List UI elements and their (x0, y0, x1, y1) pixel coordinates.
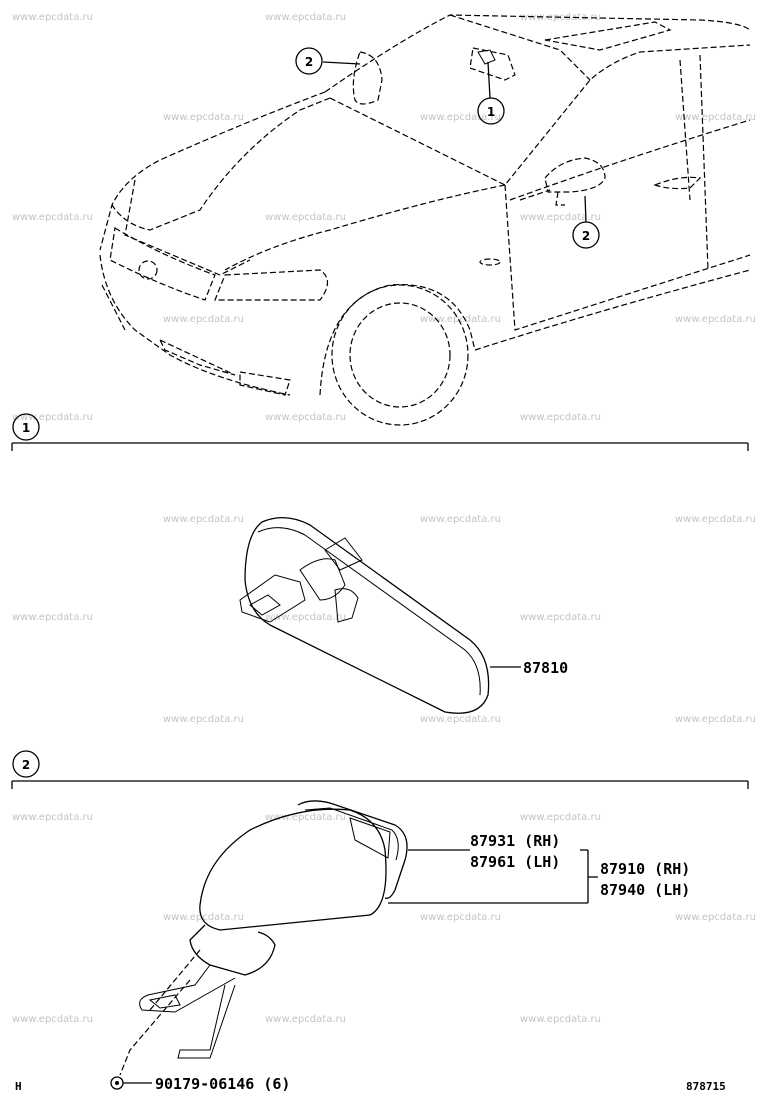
screw-icon (110, 1076, 124, 1090)
car-callout-leaders (322, 61, 587, 223)
footer-code: H (15, 1080, 22, 1093)
watermark: www.epcdata.ru (12, 612, 93, 623)
watermark: www.epcdata.ru (163, 714, 244, 725)
watermark: www.epcdata.ru (420, 314, 501, 325)
svg-text:2: 2 (582, 229, 590, 243)
watermark: www.epcdata.ru (265, 1014, 346, 1025)
part-number-87940-lh: 87940 (LH) (600, 881, 690, 899)
watermark: www.epcdata.ru (675, 912, 756, 923)
watermark: www.epcdata.ru (265, 612, 346, 623)
section-1-header: 1 (11, 413, 749, 451)
watermark: www.epcdata.ru (12, 412, 93, 423)
watermark: www.epcdata.ru (163, 514, 244, 525)
watermark: www.epcdata.ru (265, 412, 346, 423)
watermark-layer: www.epcdata.ru www.epcdata.ru www.epcdat… (12, 12, 756, 1025)
illustration-number: 878715 (686, 1080, 726, 1093)
watermark: www.epcdata.ru (420, 112, 501, 123)
watermark: www.epcdata.ru (12, 1014, 93, 1025)
part-number-90179-06146: 90179-06146 (6) (155, 1075, 290, 1093)
callout-2-left-mirror: 2 (295, 47, 323, 75)
car-overview-illustration (99, 14, 751, 426)
watermark: www.epcdata.ru (12, 212, 93, 223)
watermark: www.epcdata.ru (265, 812, 346, 823)
part-number-87810: 87810 (523, 659, 568, 677)
watermark: www.epcdata.ru (520, 612, 601, 623)
section-2-header: 2 (11, 750, 749, 789)
part-number-87931-rh: 87931 (RH) (470, 832, 560, 850)
watermark: www.epcdata.ru (163, 912, 244, 923)
watermark: www.epcdata.ru (520, 212, 601, 223)
watermark: www.epcdata.ru (420, 714, 501, 725)
watermark: www.epcdata.ru (420, 912, 501, 923)
watermark: www.epcdata.ru (163, 112, 244, 123)
part-number-87961-lh: 87961 (LH) (470, 853, 560, 871)
rear-view-mirror-illustration (239, 517, 490, 714)
watermark: www.epcdata.ru (163, 314, 244, 325)
callout-2-right-mirror: 2 (572, 221, 600, 249)
svg-text:1: 1 (487, 105, 495, 119)
watermark: www.epcdata.ru (12, 812, 93, 823)
callout-1-interior-mirror: 1 (477, 97, 505, 125)
part-number-87910-rh: 87910 (RH) (600, 860, 690, 878)
svg-text:1: 1 (22, 421, 30, 435)
svg-text:2: 2 (22, 758, 30, 772)
outer-mirror-illustration (119, 800, 408, 1076)
watermark: www.epcdata.ru (420, 514, 501, 525)
watermark: www.epcdata.ru (520, 1014, 601, 1025)
watermark: www.epcdata.ru (265, 12, 346, 23)
svg-text:2: 2 (305, 55, 313, 69)
watermark: www.epcdata.ru (675, 714, 756, 725)
watermark: www.epcdata.ru (520, 412, 601, 423)
watermark: www.epcdata.ru (520, 812, 601, 823)
watermark: www.epcdata.ru (675, 514, 756, 525)
watermark: www.epcdata.ru (675, 314, 756, 325)
watermark: www.epcdata.ru (12, 12, 93, 23)
watermark: www.epcdata.ru (675, 112, 756, 123)
outer-mirror-leaders (388, 849, 598, 904)
watermark: www.epcdata.ru (265, 212, 346, 223)
